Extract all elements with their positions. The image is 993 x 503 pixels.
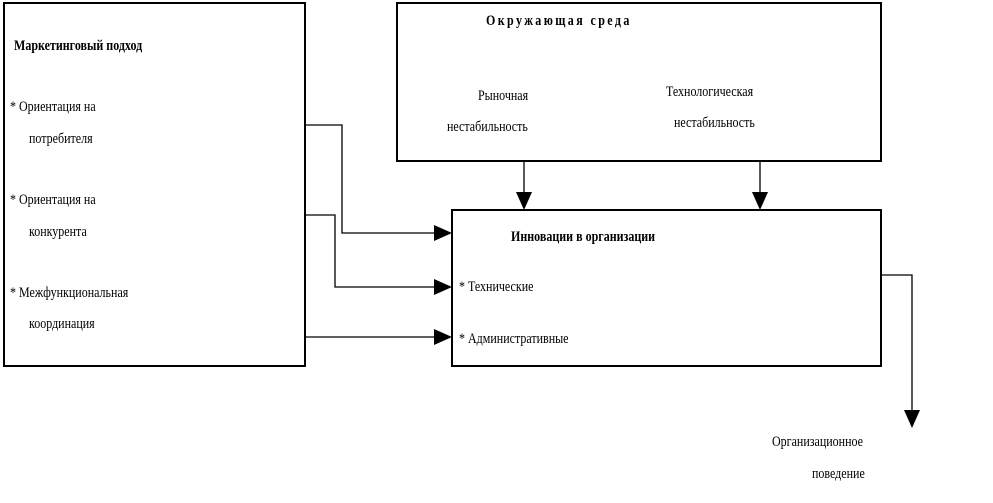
arrowhead-competitor — [434, 279, 452, 295]
connector-competitor — [305, 214, 440, 288]
marketing-item-coordination-cont: координация — [29, 316, 95, 332]
environment-title: Окружающая среда — [486, 13, 632, 29]
outcome-label-cont: поведение — [812, 466, 865, 482]
connector-outcome — [881, 274, 913, 412]
environment-tech-label: Технологическая — [666, 84, 754, 100]
environment-market-label-cont: нестабильность — [447, 119, 528, 135]
innovation-item-administrative: * Административные — [459, 331, 569, 347]
marketing-item-consumer-cont: потребителя — [29, 131, 93, 147]
arrowhead-market — [516, 192, 532, 210]
arrowhead-tech — [752, 192, 768, 210]
arrowhead-consumer — [434, 225, 452, 241]
marketing-item-competitor: * Ориентация на — [10, 192, 96, 208]
marketing-title: Маркетинговый подход — [14, 38, 143, 54]
marketing-item-competitor-cont: конкурента — [29, 224, 87, 240]
connector-consumer — [305, 124, 440, 234]
environment-market-label: Рыночная — [478, 88, 529, 104]
marketing-item-coordination: * Межфункциональная — [10, 285, 129, 301]
marketing-box — [3, 2, 306, 367]
marketing-item-consumer: * Ориентация на — [10, 99, 96, 115]
arrowhead-outcome — [904, 410, 920, 428]
innovation-box — [451, 209, 882, 367]
innovation-item-technical: * Технические — [459, 279, 534, 295]
innovation-title: Инновации в организации — [511, 229, 656, 245]
outcome-label: Организационное — [772, 434, 863, 450]
environment-tech-label-cont: нестабильность — [674, 115, 755, 131]
environment-box — [396, 2, 882, 162]
arrowhead-coordination — [434, 329, 452, 345]
